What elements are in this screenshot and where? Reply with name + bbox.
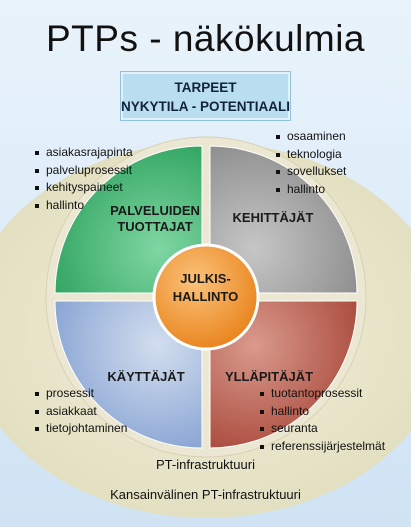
quadrant-bottom-right-bullets: tuotantoprosessit hallinto seuranta refe… [258,385,385,455]
quadrant-top-right-shape [209,145,358,294]
quadrant-top-left-label: PALVELUIDEN TUOTTAJAT [100,203,210,235]
quadrant-bottom-left-label: KÄYTTÄJÄT [107,369,185,384]
quadrant-bottom-left-shape [54,300,203,449]
needs-banner: TARPEET NYKYTILA - POTENTIAALI [120,71,291,121]
inner-ring-label: PT-infrastruktuuri [156,457,255,472]
list-item: referenssijärjestelmät [258,438,385,456]
list-item: hallinto [274,181,346,199]
list-item: kehityspaineet [33,179,133,197]
quadrant-bottom-right-shape [209,300,358,449]
list-item: asiakkaat [33,403,127,421]
center-label: JULKIS- HALLINTO [158,270,253,306]
list-item: hallinto [258,403,385,421]
list-item: osaaminen [274,128,346,146]
center-label-line-2: HALLINTO [172,289,239,304]
center-label-line-1: JULKIS- [180,271,231,286]
quadrant-top-left-label-line-1: PALVELUIDEN [110,203,200,218]
list-item: tuotantoprosessit [258,385,385,403]
banner-line-1: TARPEET [174,80,237,95]
quadrant-top-left-bullets: asiakasrajapinta palveluprosessit kehity… [33,144,133,214]
list-item: hallinto [33,197,133,215]
quadrant-top-left-shape [54,145,203,294]
quadrant-top-right-bullets: osaaminen teknologia sovellukset hallint… [274,128,346,198]
list-item: palveluprosessit [33,162,133,180]
quadrant-bottom-left-bullets: prosessit asiakkaat tietojohtaminen [33,385,127,438]
list-item: teknologia [274,146,346,164]
list-item: prosessit [33,385,127,403]
page-title: PTPs - näkökulmia [46,18,365,59]
quadrant-top-right-label: KEHITTÄJÄT [232,210,314,225]
list-item: asiakasrajapinta [33,144,133,162]
quadrant-top-left-label-line-2: TUOTTAJAT [117,219,193,234]
list-item: tietojohtaminen [33,420,127,438]
quadrant-bottom-right-label: YLLÄPITÄJÄT [224,369,314,384]
center-circle [152,243,260,351]
list-item: sovellukset [274,163,346,181]
outer-ring-label: Kansainvälinen PT-infrastruktuuri [110,487,301,502]
banner-line-2: NYKYTILA - POTENTIAALI [121,99,290,114]
list-item: seuranta [258,420,385,438]
